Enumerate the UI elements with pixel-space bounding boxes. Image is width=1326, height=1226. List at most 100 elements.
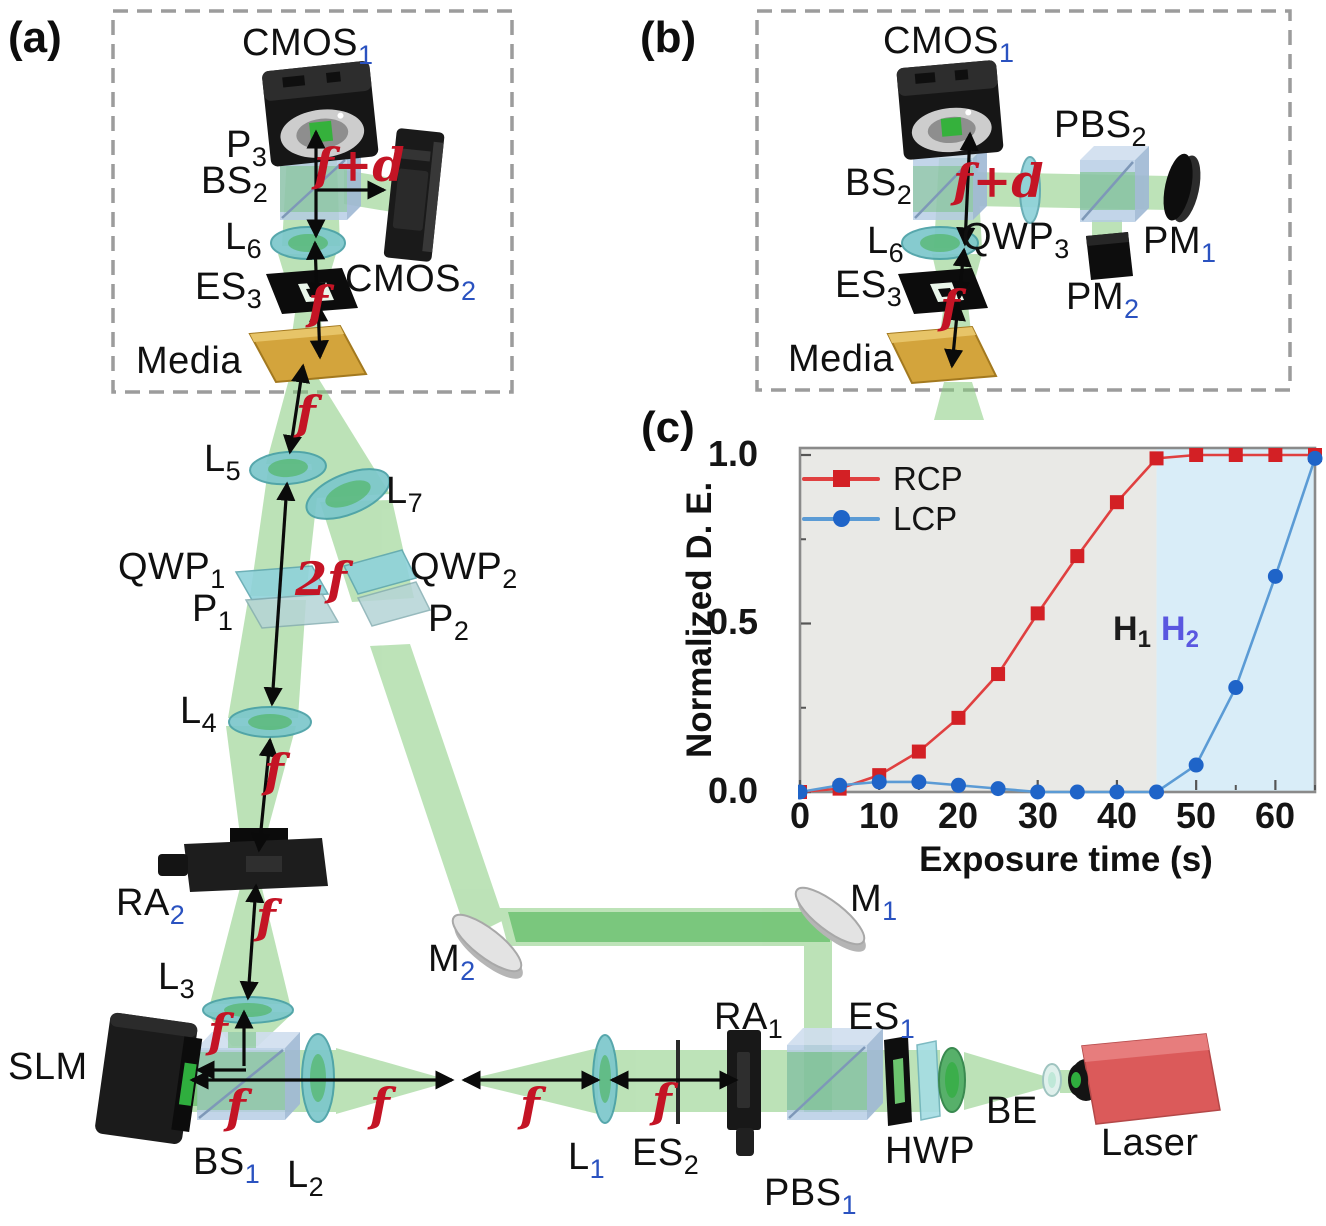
lens-l5 <box>249 450 327 486</box>
panel-tag-c: (c) <box>641 403 695 452</box>
label-qwp3: QWP3 <box>962 216 1070 264</box>
legend-label-rcp: RCP <box>893 460 963 497</box>
label-pbs2: PBS2 <box>1054 104 1148 152</box>
collimator-lens <box>1042 1063 1062 1097</box>
camera-cmos2 <box>383 128 445 262</box>
label-cmos1-a: CMOS1 <box>242 22 374 70</box>
recording-media-a <box>248 324 368 384</box>
label-es1: ES1 <box>848 996 916 1044</box>
label-l3: L3 <box>158 956 196 1004</box>
label-l2: L2 <box>287 1154 325 1202</box>
label-bs2-b: BS2 <box>845 162 913 210</box>
legend-label-lcp: LCP <box>893 500 958 537</box>
chart-xtick-0: 0 <box>789 795 811 836</box>
label-bs1: BS1 <box>193 1141 261 1189</box>
label-l1: L1 <box>568 1136 606 1184</box>
distance-2f: 2f <box>295 552 347 606</box>
rectangular-aperture-ra2 <box>158 828 328 892</box>
distance-f-l1-right: f <box>652 1074 672 1128</box>
label-qwp1: QWP1 <box>118 546 226 594</box>
label-cmos2: CMOS2 <box>345 258 477 306</box>
distance-f-a-top: f <box>308 276 328 330</box>
lens-l2 <box>301 1033 335 1123</box>
label-be: BE <box>986 1090 1038 1132</box>
chart-xtick-10: 10 <box>858 795 900 836</box>
waveplate-qwp3 <box>1019 156 1041 224</box>
waveplate-qwp2 <box>342 549 418 595</box>
distance-f-b: f <box>940 280 960 334</box>
recording-media-b <box>886 325 998 385</box>
distance-f-plus-d-b: f+d <box>953 154 1044 208</box>
label-p3: P3 <box>226 124 268 172</box>
label-l5: L5 <box>204 438 242 486</box>
label-p1: P1 <box>192 588 234 636</box>
distance-f-l1-left: f <box>520 1078 540 1132</box>
beam-expander-lens-be <box>938 1047 966 1113</box>
label-ra2: RA2 <box>116 882 186 930</box>
label-cmos1-b: CMOS1 <box>883 20 1015 68</box>
panel-tag-a: (a) <box>8 13 62 62</box>
rectangular-aperture-ra1 <box>727 1030 761 1156</box>
chart-plot-area <box>798 446 1323 800</box>
chart-xtick-60: 60 <box>1254 795 1296 836</box>
label-es2: ES2 <box>632 1132 700 1180</box>
label-m1: M1 <box>850 878 898 926</box>
label-p2: P2 <box>428 598 470 646</box>
label-hwp: HWP <box>885 1130 976 1172</box>
label-es3-a: ES3 <box>195 266 263 314</box>
optical-axis-arrows <box>189 129 979 1090</box>
panel-tag-b: (b) <box>640 13 697 62</box>
camera-cmos1-b <box>896 60 1004 160</box>
distance-f-ra2-l3: f <box>256 890 276 944</box>
spatial-light-modulator-slm <box>95 1012 203 1144</box>
distance-f-bs1: f <box>226 1080 246 1134</box>
distance-f-l4-ra2: f <box>264 744 284 798</box>
power-meter-pm2 <box>1086 232 1133 280</box>
label-l6-b: L6 <box>867 220 905 268</box>
label-l7: L7 <box>386 470 424 518</box>
label-pm1: PM1 <box>1143 220 1217 268</box>
chart-xtick-30: 30 <box>1017 795 1059 836</box>
region-label-h2: H2 <box>1161 610 1199 653</box>
chart-xtick-20: 20 <box>937 795 979 836</box>
mirror-m1 <box>794 886 866 952</box>
label-media-b: Media <box>788 338 894 380</box>
legend-marker-lcp-circle <box>833 510 850 527</box>
distance-f-l3-bs1: f <box>208 1004 228 1058</box>
polarizer-p2 <box>356 581 432 627</box>
label-qwp2: QWP2 <box>410 546 518 594</box>
lens-l7 <box>305 468 391 520</box>
lens-l4 <box>228 706 312 738</box>
label-l4: L4 <box>180 690 218 738</box>
label-laser: Laser <box>1101 1122 1199 1164</box>
slit-es1 <box>884 1036 912 1126</box>
distance-f-media-l5: f <box>296 386 316 440</box>
waveplate-hwp <box>916 1040 941 1121</box>
panel-a-dashed-box <box>111 9 514 394</box>
lens-l6-a <box>270 226 346 260</box>
label-pbs1: PBS1 <box>764 1172 858 1220</box>
distance-f-l2: f <box>370 1078 390 1132</box>
chart-ytick-05: 0.5 <box>707 601 758 642</box>
distance-f-plus-d-a: f+d <box>314 138 405 192</box>
panel-b-dashed-box <box>755 9 1292 392</box>
label-ra1: RA1 <box>714 996 784 1044</box>
power-meter-pm1 <box>1163 153 1201 223</box>
chart-ytick-1: 1.0 <box>707 433 758 474</box>
label-bs2-a: BS2 <box>201 160 269 208</box>
label-es3-b: ES3 <box>835 264 903 312</box>
label-slm: SLM <box>8 1046 88 1088</box>
label-m2: M2 <box>428 938 476 986</box>
polarizing-beamsplitter-pbs2 <box>1080 146 1149 222</box>
chart-x-axis-label: Exposure time (s) <box>919 840 1213 879</box>
chart-ytick-0: 0.0 <box>707 770 758 811</box>
legend-marker-rcp-square <box>833 470 850 487</box>
slit-es2 <box>676 1040 680 1124</box>
chart-xtick-40: 40 <box>1096 795 1138 836</box>
polarizing-beamsplitter-pbs1 <box>787 1028 883 1120</box>
region-label-h1: H1 <box>1113 610 1151 653</box>
label-pm2: PM2 <box>1066 276 1140 324</box>
label-media-a: Media <box>136 340 242 382</box>
laser-source <box>1068 1033 1221 1125</box>
